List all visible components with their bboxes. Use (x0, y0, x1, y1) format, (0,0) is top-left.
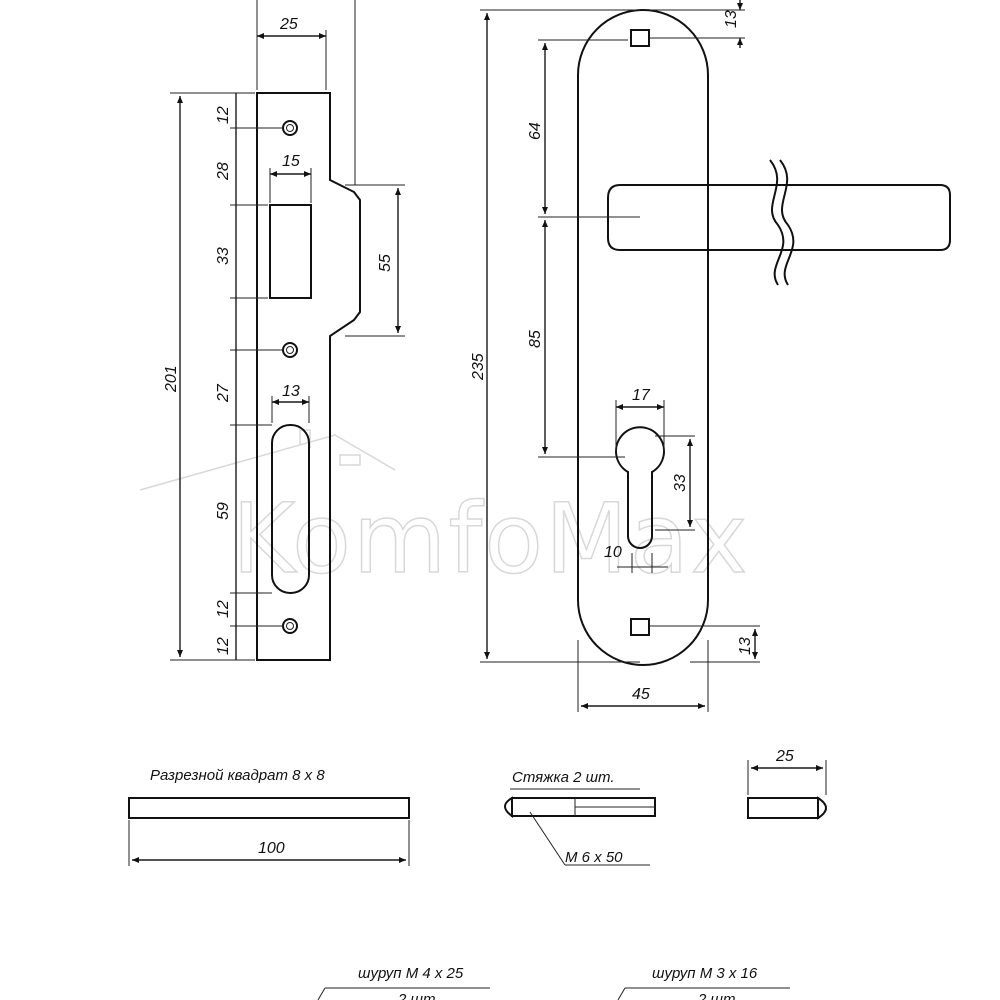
strike-bolt-slot (271, 424, 310, 594)
handle-dimensions: 235 13 64 85 17 33 10 13 (470, 0, 760, 712)
strike-hole-top-inner (286, 124, 294, 132)
handle-plate-outline (577, 9, 709, 666)
handle-break-mark (769, 159, 785, 286)
dim-strike-lower-slot-height: 59 (215, 502, 232, 520)
dim-handle-cylinder-height: 33 (672, 474, 689, 492)
dim-strike-total: 201 (163, 365, 180, 393)
dim-handle-cylinder-width: 17 (632, 387, 651, 404)
dim-handle-total: 235 (470, 353, 487, 381)
spindle: Разрезной квадрат 8 х 8 100 (128, 767, 410, 866)
strike-hole-bottom (282, 618, 298, 634)
screw2-label: шуруп М 3 х 16 (652, 965, 758, 982)
dim-handle-width: 45 (632, 686, 650, 703)
handle-lever (707, 184, 951, 251)
dim-handle-cylinder-pin: 10 (604, 544, 622, 561)
dim-handle-lever-to-cylinder: 85 (527, 330, 544, 348)
spindle-bar (128, 797, 410, 819)
strike-hole-top (282, 120, 298, 136)
screw-2: шуруп М 3 х 16 2 шт. (617, 965, 790, 1000)
screw-1: шуруп М 4 х 25 2 шт. (317, 965, 490, 1000)
dim-short-bolt-length: 25 (775, 748, 794, 765)
strike-plate-outline (256, 92, 361, 661)
handle-break-mark-2 (779, 159, 795, 286)
short-bolt-body (747, 797, 819, 819)
dim-strike-width: 25 (279, 16, 298, 33)
tie-bolt-head (504, 796, 513, 818)
strike-latch-slot (269, 204, 312, 299)
dim-strike-lower-slot-width: 13 (282, 383, 300, 400)
dim-strike-lip-height: 55 (377, 254, 394, 272)
watermark-house-icon (139, 429, 396, 491)
tie-bolt: Стяжка 2 шт. М 6 х 50 (504, 769, 656, 866)
dim-strike-slot-width: 15 (282, 153, 300, 170)
dim-strike-hole-top: 12 (215, 106, 232, 124)
spindle-label: Разрезной квадрат 8 х 8 (150, 767, 325, 784)
dim-handle-bottom-hole: 13 (737, 637, 754, 655)
strike-plate (256, 92, 361, 661)
strike-hole-mid (282, 342, 298, 358)
strike-hole-bottom-inner (286, 622, 294, 630)
handle-plate-hole-top (630, 29, 650, 47)
dim-handle-top-hole: 13 (723, 10, 740, 28)
screw1-qty: 2 шт. (397, 991, 439, 1000)
handle-plate (577, 9, 951, 666)
screw2-qty: 2 шт. (697, 991, 739, 1000)
dim-strike-hole-bottom: 12 (215, 637, 232, 655)
dim-strike-slot-height: 33 (215, 247, 232, 265)
dim-strike-slot-offset: 28 (215, 162, 232, 181)
dim-strike-hole-lower: 12 (215, 600, 232, 618)
dim-handle-to-lever: 64 (527, 122, 544, 140)
short-bolt-head (817, 796, 827, 820)
dim-spindle-length: 100 (258, 840, 285, 857)
tie-size: М 6 х 50 (565, 849, 623, 866)
dim-strike-gap: 27 (215, 383, 232, 403)
handle-lever-front (607, 184, 707, 251)
screw1-label: шуруп М 4 х 25 (358, 965, 464, 982)
strike-dimensions: 25 201 12 28 33 27 59 12 12 15 13 (163, 0, 405, 661)
short-bolt: 25 (747, 748, 827, 820)
strike-hole-mid-inner (286, 346, 294, 354)
tie-label: Стяжка 2 шт. (512, 769, 615, 786)
handle-plate-hole-bottom (630, 618, 650, 636)
